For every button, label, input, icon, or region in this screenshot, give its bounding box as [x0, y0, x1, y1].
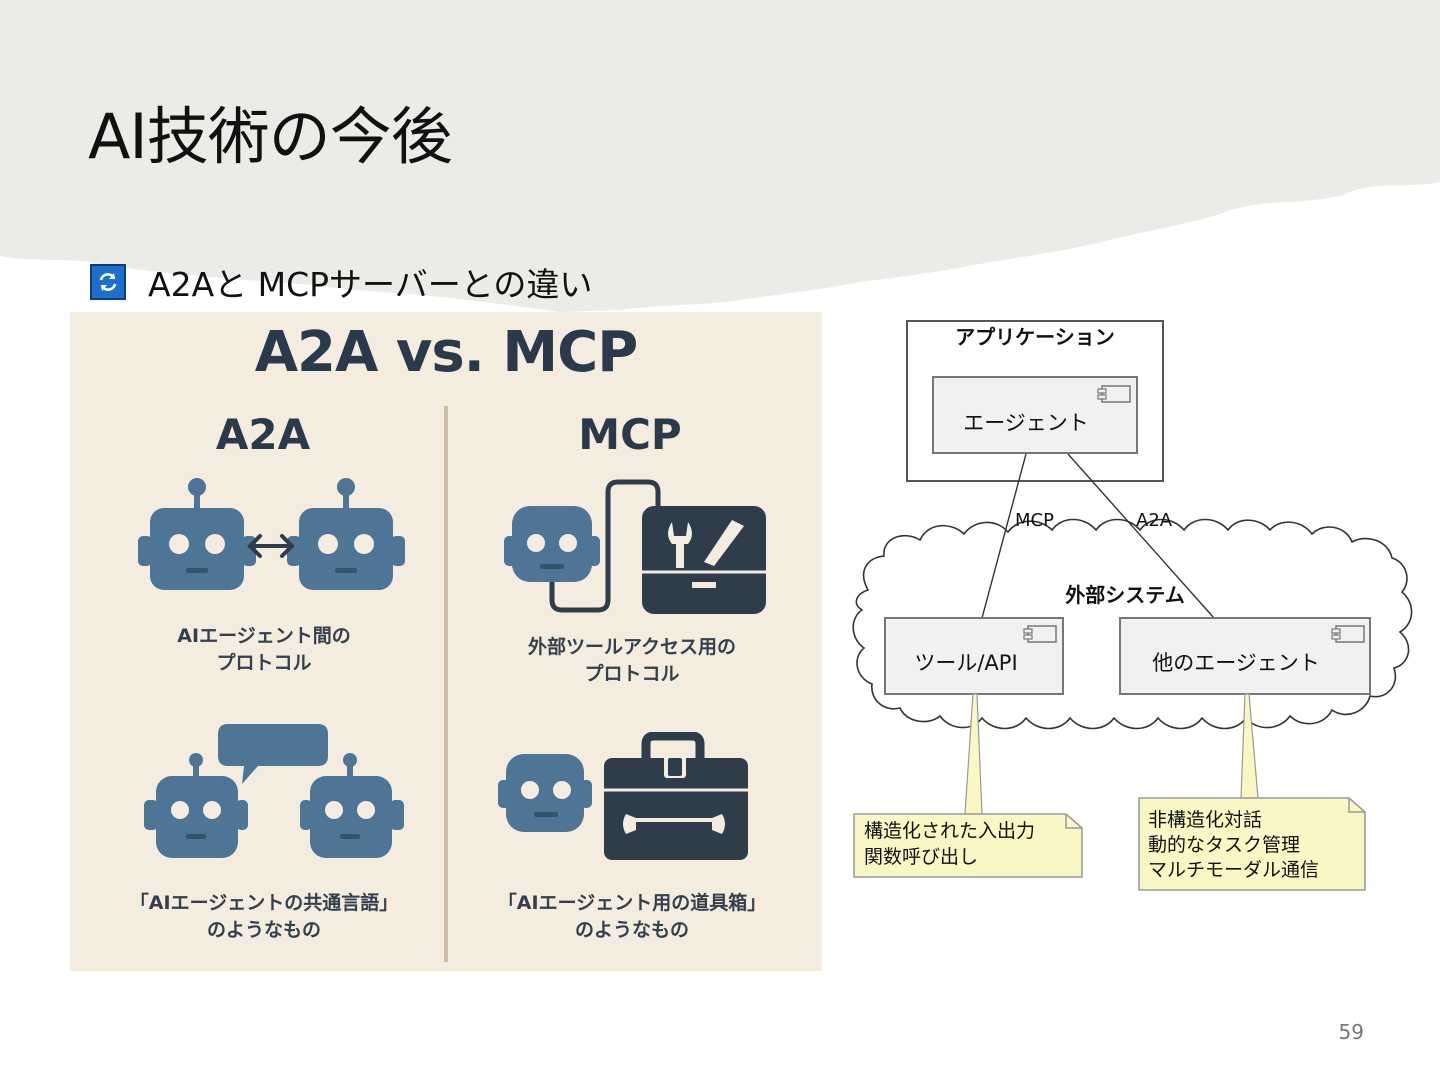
external-system-label: 外部システム: [1065, 583, 1184, 607]
mcp-note-line-2: 関数呼び出し: [864, 846, 978, 868]
robots-speech-bubble-icon: [144, 724, 404, 858]
a2a-note-line-2: 動的なタスク管理: [1148, 834, 1300, 856]
robot-toolbox-icon: [498, 732, 748, 860]
column-divider: [444, 406, 448, 962]
agent-label: エージェント: [963, 411, 1089, 435]
component-icon: [1097, 385, 1131, 403]
header-background: [0, 0, 1440, 312]
mcp-caption-1-line1: 外部ツールアクセス用の: [527, 636, 737, 658]
mcp-note: [853, 813, 1083, 878]
mcp-heading: MCP: [578, 410, 682, 459]
component-icon: [1023, 625, 1057, 643]
infographic-title: A2A vs. MCP: [254, 320, 639, 385]
bullet-item: A2Aと MCPサーバーとの違い: [90, 262, 592, 304]
a2a-caption-2: 「AIエージェントの共通言語」 のようなもの: [76, 890, 452, 944]
mcp-caption-1-line2: プロトコル: [584, 663, 680, 685]
mcp-caption-2-line2: のようなもの: [574, 919, 689, 941]
a2a-heading: A2A: [215, 410, 311, 459]
a2a-caption-1-line1: AIエージェント間の: [177, 625, 351, 647]
page-number: 59: [1338, 1020, 1364, 1044]
mcp-connector: [981, 453, 1027, 619]
mcp-caption-2-line1: 「AIエージェント用の道具箱」: [497, 892, 767, 914]
a2a-caption-2-line2: のようなもの: [206, 919, 321, 941]
a2a-note-line-3: マルチモーダル通信: [1148, 859, 1319, 881]
refresh-arrows-icon: [90, 264, 126, 300]
a2a-caption-1: AIエージェント間の プロトコル: [76, 623, 452, 677]
a2a-note: [1138, 797, 1366, 891]
mcp-edge-label: MCP: [1015, 510, 1054, 531]
application-label: アプリケーション: [955, 325, 1115, 349]
uml-component-diagram: アプリケーション エージェント 外部システム MCP A2A ツール/API 他…: [852, 320, 1413, 891]
a2a-caption-2-line1: 「AIエージェントの共通言語」: [129, 892, 399, 914]
robot-cable-tool-icon: [504, 479, 766, 614]
slide-title: AI技術の今後: [88, 100, 453, 173]
mcp-note-line-1: 構造化された入出力: [864, 820, 1035, 842]
tool-api-label: ツール/API: [914, 651, 1017, 675]
other-agent-label: 他のエージェント: [1152, 651, 1320, 675]
a2a-note-line-1: 非構造化対話: [1148, 809, 1262, 831]
a2a-vs-mcp-infographic: A2A vs. MCP A2A MCP: [70, 312, 822, 971]
bullet-text: A2Aと MCPサーバーとの違い: [148, 265, 593, 304]
other-agent-component: [1119, 617, 1371, 695]
component-icon: [1331, 625, 1365, 643]
a2a-edge-label: A2A: [1136, 510, 1173, 531]
a2a-caption-1-line2: プロトコル: [216, 652, 312, 674]
mcp-caption-1: 外部ツールアクセス用の プロトコル: [444, 634, 820, 688]
mcp-caption-2: 「AIエージェント用の道具箱」 のようなもの: [444, 890, 820, 944]
robots-bidirectional-icon: [138, 478, 405, 590]
a2a-connector: [1067, 453, 1215, 619]
